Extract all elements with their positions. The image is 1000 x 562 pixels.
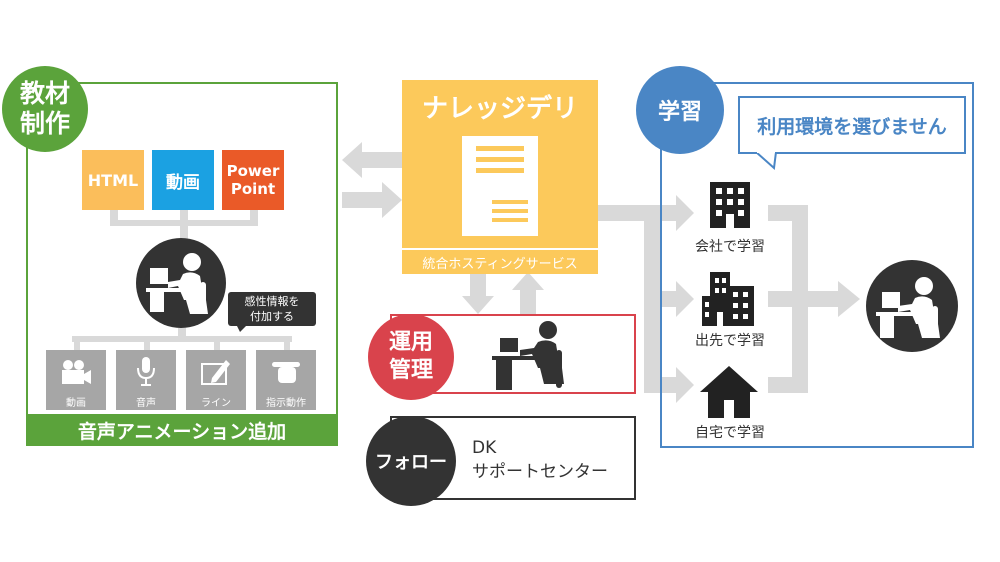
format-html: HTML [82, 150, 144, 210]
place-home-label: 自宅で学習 [695, 425, 765, 441]
tool-audio: 音声 [116, 350, 176, 410]
format-powerpoint: Power Point [222, 150, 284, 210]
learner-avatar [866, 260, 958, 352]
tool-video: 動画 [46, 350, 106, 410]
tool-video-label: 動画 [66, 397, 86, 409]
microphone-icon [137, 357, 155, 386]
house-icon [700, 366, 758, 418]
merge-arrows [768, 205, 860, 393]
office-building-icon [710, 182, 750, 228]
pencil-icon [201, 360, 230, 385]
create-footer: 音声アニメーション追加 [26, 414, 338, 446]
annotation-bubble: 感性情報を 付加する [228, 292, 316, 326]
tool-pointer-label: 指示動作 [266, 397, 306, 409]
learn-panel [660, 82, 974, 448]
format-video: 動画 [152, 150, 214, 210]
distribution-arrows [598, 195, 694, 403]
video-camera-icon [62, 360, 91, 384]
pointing-hand-icon [272, 362, 300, 383]
follow-line1: DK [472, 438, 497, 458]
callout-tail [756, 152, 778, 170]
follow-line2: サポートセンター [472, 462, 608, 482]
learn-badge: 学習 [636, 66, 724, 154]
city-building-icon [702, 272, 754, 326]
document-icon [462, 136, 538, 236]
ops-arrows [462, 272, 544, 314]
tool-pointer: 指示動作 [256, 350, 316, 410]
hosting-title: ナレッジデリ [421, 93, 578, 124]
creator-avatar [136, 238, 226, 328]
follow-badge: フォロー [366, 416, 456, 506]
hosting-caption: 統合ホスティングサービス [422, 256, 578, 272]
ops-badge: 運用 管理 [368, 314, 454, 400]
tool-line: ライン [186, 350, 246, 410]
callout-box: 利用環境を選びません [738, 96, 966, 154]
place-office-label: 会社で学習 [695, 239, 765, 255]
tool-audio-label: 音声 [136, 397, 156, 409]
tool-line-label: ライン [201, 397, 231, 409]
operator-icon [492, 321, 564, 390]
follow-text: DK サポートセンター [472, 436, 608, 484]
place-outside-label: 出先で学習 [695, 333, 765, 349]
sync-arrows [342, 142, 402, 218]
create-badge: 教材 制作 [2, 66, 88, 152]
